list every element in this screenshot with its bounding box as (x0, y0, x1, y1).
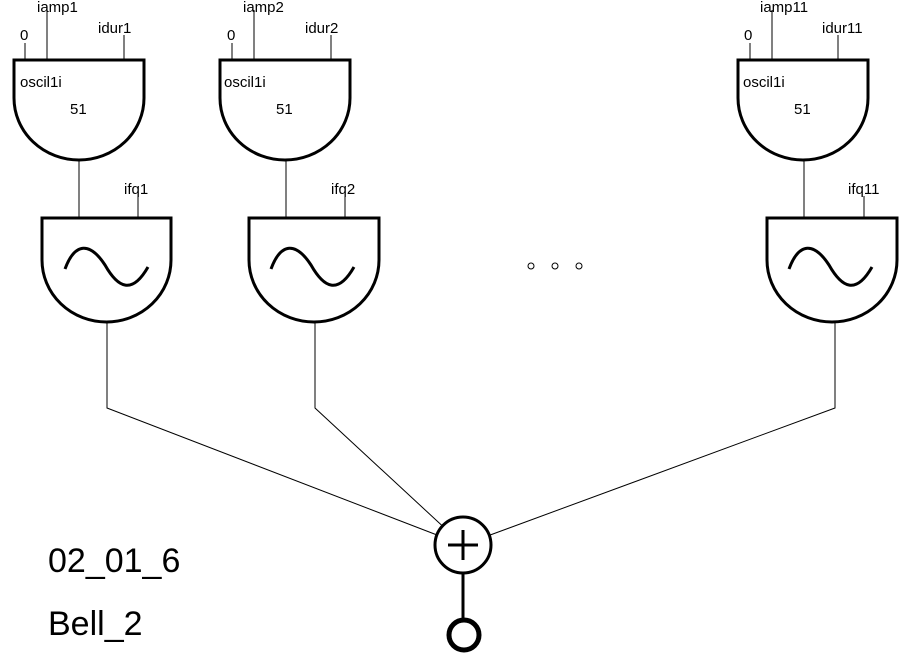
sine-wave-icon (63, 246, 150, 287)
zero-label-2: 0 (227, 27, 235, 44)
voice-1: 0 iamp1 idur1 oscil1i 51 ifq1 (12, 0, 464, 546)
ifq-label-1: ifq1 (124, 181, 148, 198)
ifq-label-2: ifq2 (331, 181, 355, 198)
wire-to-mixer-11 (462, 322, 836, 546)
oscil1i-envelope-1 (12, 58, 146, 162)
iamp-label-11: iamp11 (760, 0, 808, 16)
iamp-label-2: iamp2 (243, 0, 284, 16)
oscil1i-label-1: oscil1i (20, 74, 62, 91)
ifq-label-11: ifq11 (848, 181, 879, 198)
idur-label-1: idur1 (98, 20, 131, 37)
oscil1i-envelope-11 (736, 58, 870, 162)
idur-label-2: idur2 (305, 20, 338, 37)
table-number-2: 51 (276, 101, 293, 118)
iamp-label-1: iamp1 (37, 0, 78, 16)
zero-label-1: 0 (20, 27, 28, 44)
patch-id: 02_01_6 (48, 542, 180, 580)
output-node (446, 617, 482, 653)
patch-name: Bell_2 (48, 605, 143, 643)
zero-label-11: 0 (744, 27, 752, 44)
table-number-1: 51 (70, 101, 87, 118)
sine-wave-icon (269, 246, 356, 287)
voice-2: 0 iamp2 idur2 oscil1i 51 ifq2 (218, 0, 464, 546)
ellipsis-dots (527, 262, 583, 270)
voice-11: 0 iamp11 idur11 oscil1i 51 ifq11 (462, 0, 899, 546)
oscil1i-label-11: oscil1i (743, 74, 785, 91)
wire-to-mixer-1 (106, 322, 464, 546)
idur-label-11: idur11 (822, 20, 863, 37)
oscil1i-envelope-2 (218, 58, 352, 162)
mixer (433, 515, 493, 653)
oscil1i-label-2: oscil1i (224, 74, 266, 91)
sine-wave-icon (787, 246, 874, 287)
wire-to-mixer-2 (314, 322, 464, 546)
table-number-11: 51 (794, 101, 811, 118)
